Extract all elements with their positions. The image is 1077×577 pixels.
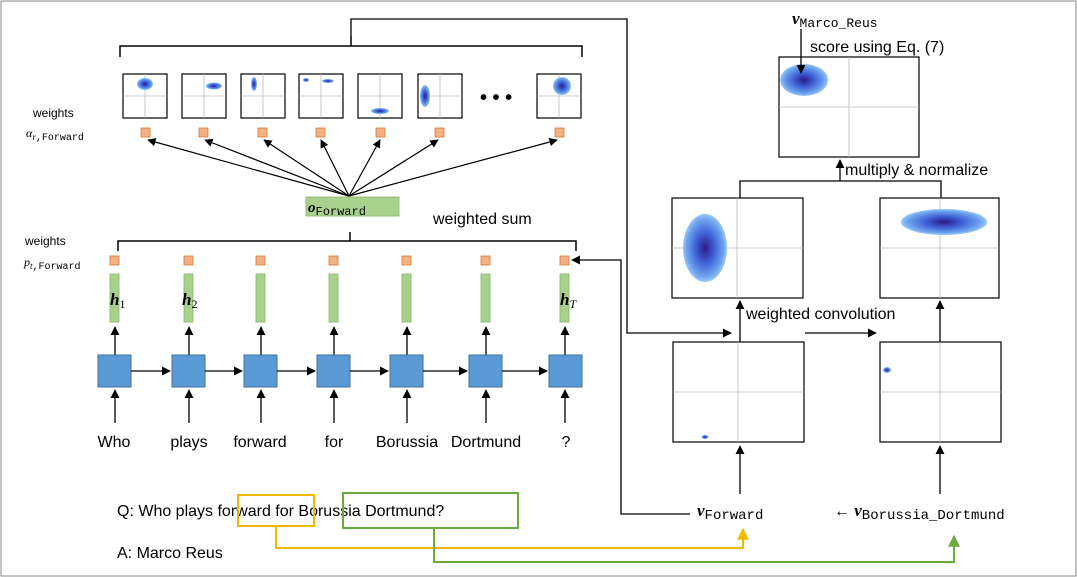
v-forward-to-hT-connector [571, 255, 690, 515]
borussia-connector [433, 528, 960, 563]
token-for: for [325, 434, 344, 451]
token-dortmund: Dortmund [451, 434, 521, 451]
token-borussia: Borussia [376, 434, 438, 451]
h1-label: h1 [110, 290, 125, 311]
weighted-convolution-label: weighted convolution [745, 306, 895, 323]
mini-plot-5 [357, 73, 403, 119]
question-text: Q: Who plays forward for Borussia Dortmu… [117, 503, 444, 520]
multiply-normalize-label: multiply & normalize [845, 162, 988, 179]
mini-plot-6 [417, 73, 463, 119]
v-forward-label: vForward [697, 501, 763, 524]
v-marco-reus-label: vMarco_Reus [792, 9, 878, 31]
weighted-sum-label: weighted sum [432, 211, 532, 228]
token-plays: plays [170, 434, 207, 451]
h2-label: h2 [182, 290, 197, 311]
hidden-state-bars [109, 273, 570, 323]
token-who: Who [98, 434, 131, 451]
plot-borussia-conv [879, 197, 1000, 299]
token-forward: forward [233, 434, 286, 451]
mini-plot-last [536, 73, 582, 119]
plot-marco-reus [778, 56, 920, 158]
attention-arrows [147, 137, 558, 197]
plot-forward-conv [671, 197, 804, 299]
answer-text: A: Marco Reus [117, 545, 223, 562]
mini-plots [122, 73, 582, 119]
forward-connector [275, 526, 749, 549]
p-weights-label: pt,Forward [23, 255, 81, 273]
o-forward-label: oForward [308, 200, 366, 219]
v-borussia-label: ← vBorussia_Dortmund [834, 501, 1005, 524]
top-brace [119, 36, 583, 57]
p-weight-squares [109, 255, 570, 266]
hT-label: hT [560, 290, 577, 311]
o-forward-box [305, 196, 400, 217]
lower-brace [117, 232, 577, 251]
plot-v-forward [672, 341, 805, 443]
mini-plot-1 [122, 73, 168, 119]
mini-plot-4 [298, 73, 344, 119]
weights-label-bottom: weights [24, 234, 66, 248]
alpha-weight-squares [140, 127, 565, 138]
score-label: score using Eq. (7) [810, 39, 944, 56]
alpha-weights-label: αr,Forward [26, 126, 84, 144]
input-arrows [110, 389, 570, 423]
mini-plot-2 [181, 73, 227, 119]
token-question-mark: ? [562, 434, 571, 451]
mini-plot-3 [240, 73, 286, 119]
weights-label-top: weights [32, 106, 74, 120]
multiply-bracket [739, 180, 942, 198]
rnn-cells [97, 354, 583, 388]
input-tokens: Who plays forward for Borussia Dortmund … [98, 434, 571, 451]
ellipsis-dots: • • • [480, 87, 512, 109]
borussia-highlight-box [342, 492, 519, 529]
cell-to-hidden-arrows [110, 326, 570, 355]
o-forward-to-conv-connector [350, 18, 732, 338]
plot-v-borussia [879, 341, 1002, 443]
